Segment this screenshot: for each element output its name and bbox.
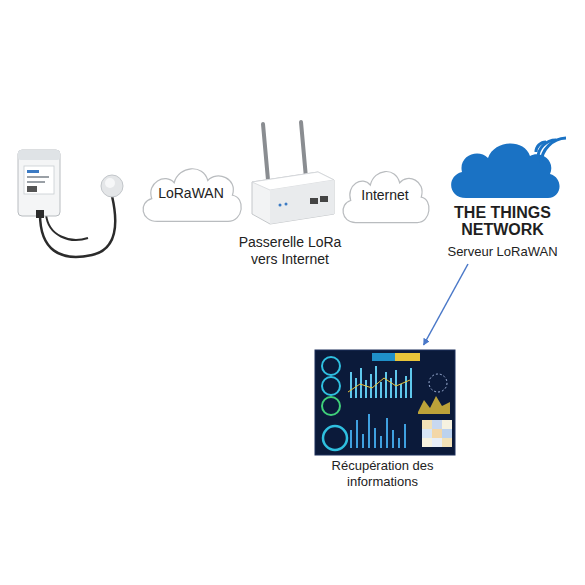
ttn-logo [451, 138, 566, 198]
component-block: THE THINGS NETWORK Serveur LoRaWAN [440, 138, 565, 264]
flow-arrow [424, 264, 468, 345]
node-sublabel: Serveur LoRaWAN [440, 244, 565, 260]
component-block: Récupération des informations [305, 345, 460, 495]
sensor-device [18, 150, 123, 257]
node-label: THE THINGS NETWORK [440, 204, 565, 238]
dashboard-image [315, 350, 455, 455]
network-cloud: LoRaWAN [135, 160, 247, 226]
network-cloud: Internet [336, 163, 434, 227]
node-label: Récupération des informations [317, 458, 448, 490]
gateway-router [252, 122, 334, 224]
node-label: Internet [336, 187, 434, 203]
node-label: LoRaWAN [135, 185, 247, 201]
node-label: Passerelle LoRa vers Internet [225, 234, 355, 268]
component-block: Passerelle LoRa vers Internet [222, 120, 358, 280]
